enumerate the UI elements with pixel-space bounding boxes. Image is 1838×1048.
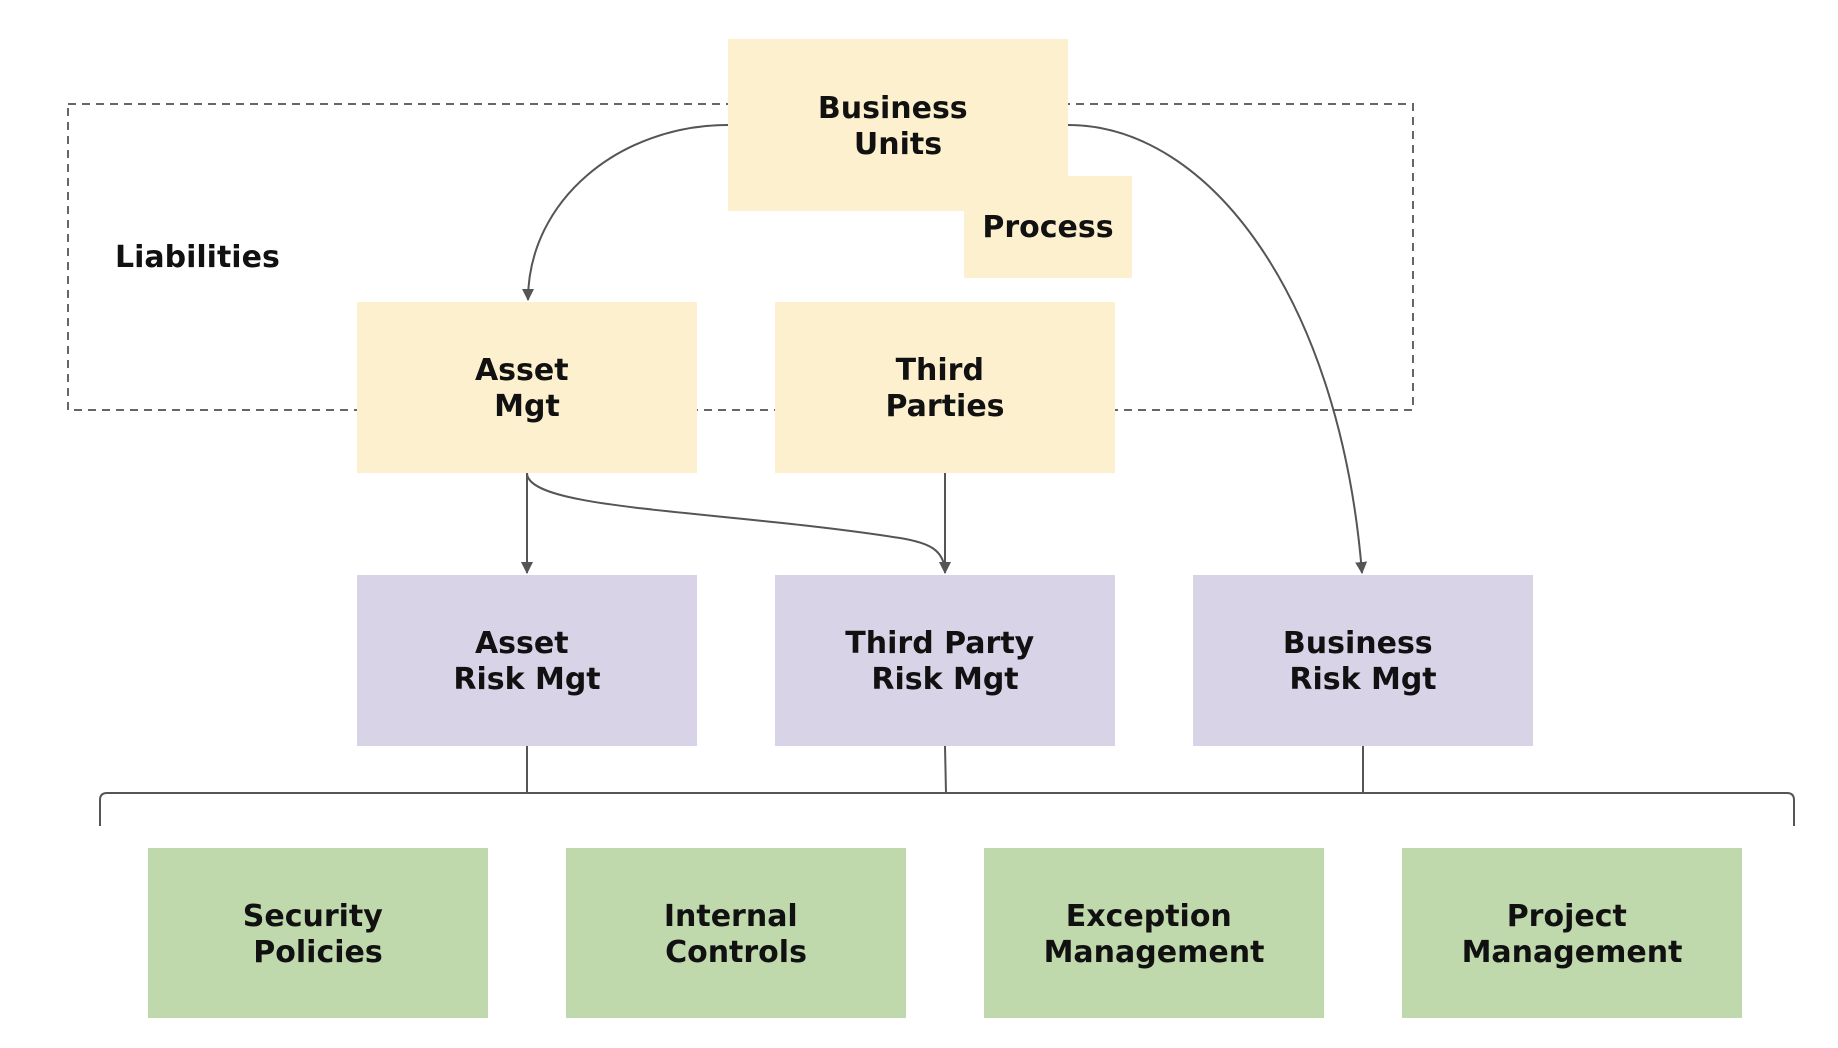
project-management-node[interactable]: Project Management xyxy=(1402,848,1742,1018)
asset-risk-mgt-node[interactable]: Asset Risk Mgt xyxy=(357,575,697,746)
connector-third-party-risk-down xyxy=(944,745,947,794)
svg-text:Security Policies: Security Policies xyxy=(243,899,394,970)
third-party-risk-mgt-node[interactable]: Third Party Risk Mgt xyxy=(775,575,1115,746)
svg-text:Business Units: Business Units xyxy=(818,91,978,162)
third-parties-node[interactable]: Third Parties xyxy=(775,302,1115,473)
svg-text:Asset Risk Mgt: Asset Risk Mgt xyxy=(453,626,600,697)
svg-text:Internal Controls: Internal Controls xyxy=(664,899,808,970)
internal-controls-node[interactable]: Internal Controls xyxy=(566,848,906,1018)
process-node[interactable]: Process xyxy=(964,176,1132,278)
liabilities-label: Liabilities xyxy=(115,240,280,275)
svg-text:Process: Process xyxy=(982,210,1113,245)
exception-management-node[interactable]: Exception Management xyxy=(984,848,1324,1018)
svg-text:Third Party Risk Mgt: Third Party Risk Mgt xyxy=(845,626,1044,697)
asset-mgt-node[interactable]: Asset Mgt xyxy=(357,302,697,473)
bottom-bracket xyxy=(99,792,1795,826)
svg-text:Asset Mgt: Asset Mgt xyxy=(475,353,579,424)
connector-business-units-to-asset-mgt xyxy=(522,124,729,301)
connector-asset-mgt-to-third-party-risk xyxy=(526,472,946,571)
svg-text:Business Risk Mgt: Business Risk Mgt xyxy=(1283,626,1443,697)
security-policies-node[interactable]: Security Policies xyxy=(148,848,488,1018)
connector-business-units-to-business-risk xyxy=(1067,124,1368,574)
business-risk-mgt-node[interactable]: Business Risk Mgt xyxy=(1193,575,1533,746)
svg-text:Exception Management: Exception Management xyxy=(1044,899,1265,970)
svg-text:Project Management: Project Management xyxy=(1462,899,1683,970)
svg-text:Third Parties: Third Parties xyxy=(885,353,1004,424)
